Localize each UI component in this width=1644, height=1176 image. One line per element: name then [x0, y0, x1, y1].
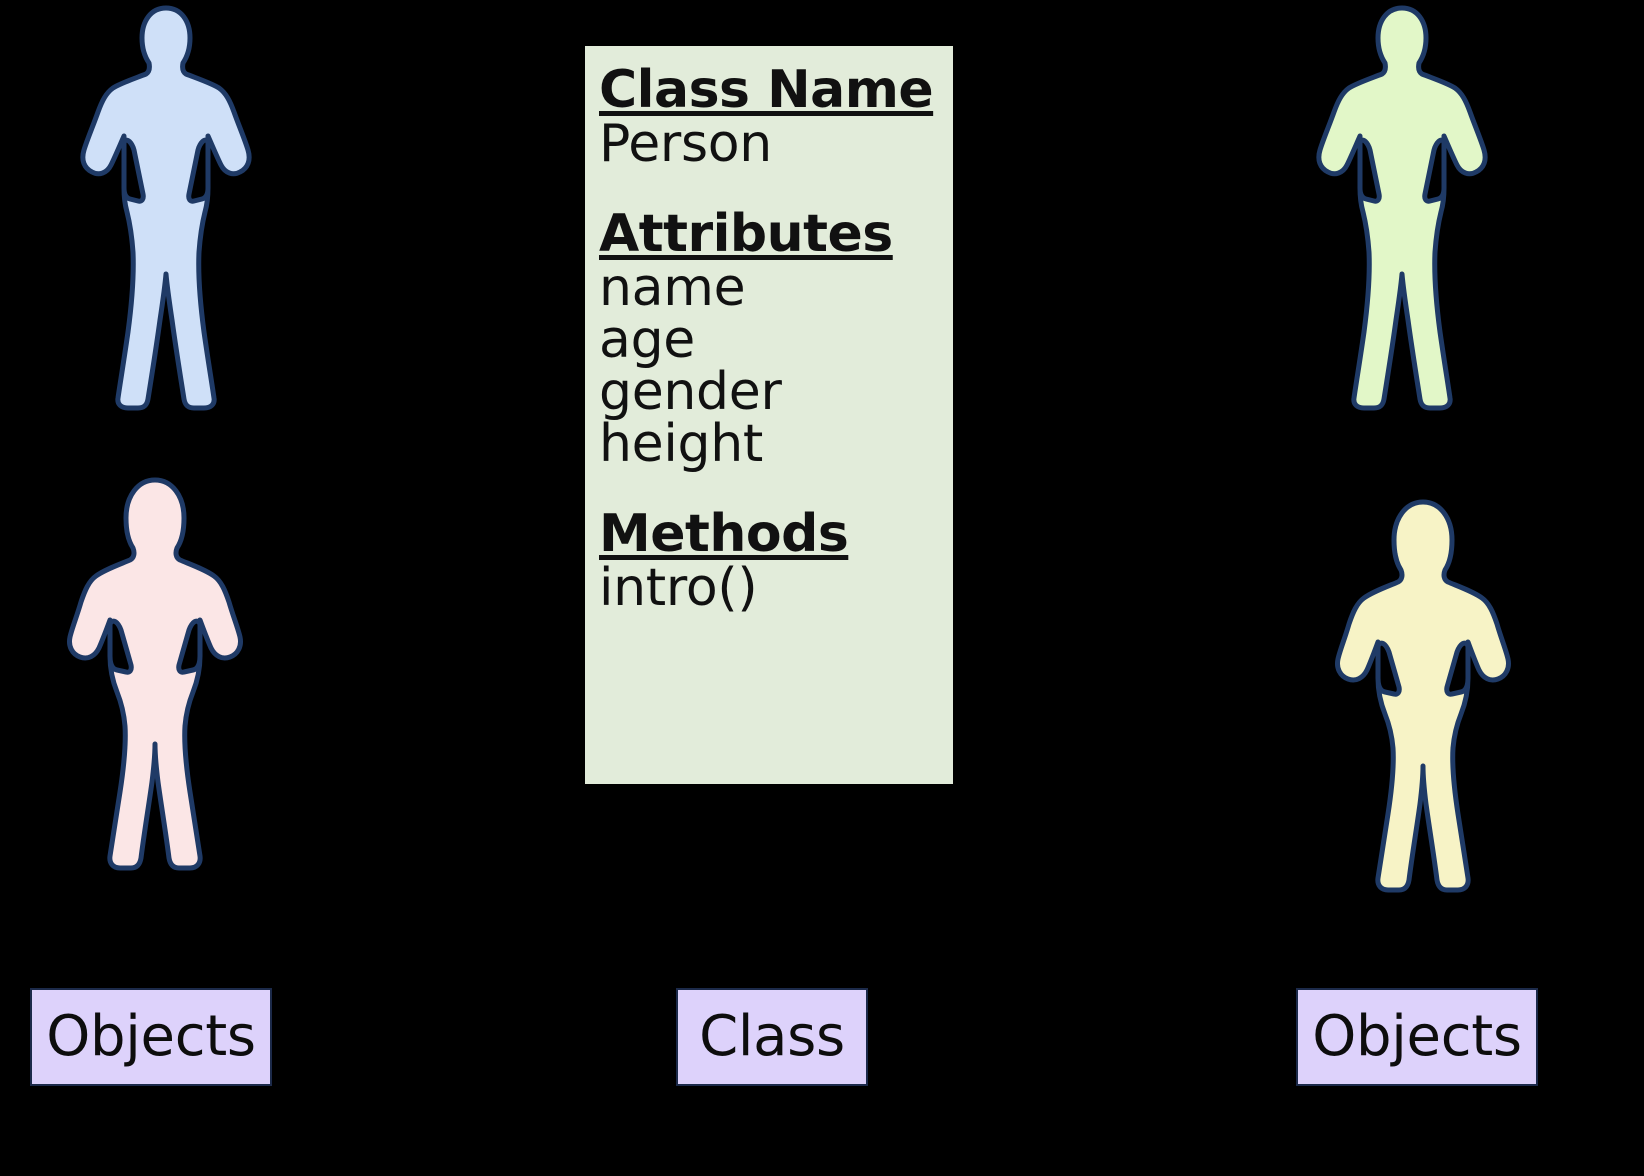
method-item-intro: intro(): [599, 558, 758, 618]
section-spacer: [599, 170, 953, 208]
attributes-heading: Attributes: [599, 204, 893, 264]
object-figure-bottom-right: [1330, 496, 1516, 900]
male-silhouette-icon: [1316, 5, 1488, 411]
female-silhouette-icon: [1335, 499, 1511, 893]
male-silhouette-icon: [80, 5, 252, 411]
section-spacer: [599, 470, 953, 508]
object-figure-top-left: [78, 2, 254, 414]
class-card: Class Name Person Attributes name age ge…: [585, 46, 953, 784]
caption-class: Class: [676, 988, 868, 1086]
object-figure-top-right: [1314, 2, 1490, 414]
object-figure-bottom-left: [62, 474, 248, 878]
attribute-item-gender: gender: [599, 362, 782, 422]
attribute-item-name: name: [599, 258, 746, 318]
methods-heading: Methods: [599, 504, 849, 564]
attribute-item-height: height: [599, 414, 763, 474]
female-silhouette-icon: [67, 477, 243, 871]
caption-objects-left: Objects: [30, 988, 272, 1086]
class-name-heading: Class Name: [599, 60, 934, 120]
caption-objects-right: Objects: [1296, 988, 1538, 1086]
class-name-value: Person: [599, 114, 772, 174]
attribute-item-age: age: [599, 310, 695, 370]
